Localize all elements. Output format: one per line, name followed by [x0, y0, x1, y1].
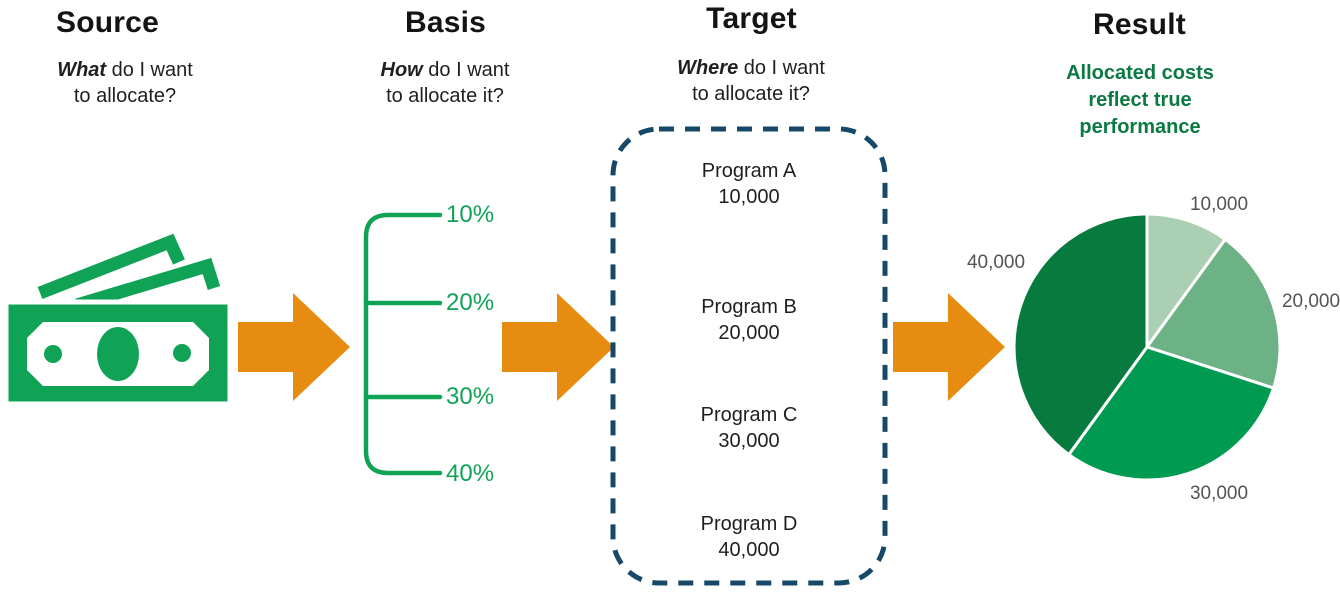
result-subtitle: Allocated costs reflect true performance: [1055, 60, 1225, 141]
target-program-d: Program D 40,000: [644, 511, 854, 563]
pie-label-20000: 20,000: [1281, 291, 1340, 312]
result-pie-chart: [1012, 212, 1282, 482]
result-subtitle-line2: reflect true: [1088, 89, 1192, 111]
result-subtitle-line3: performance: [1079, 116, 1201, 138]
pie-label-30000: 30,000: [1189, 483, 1249, 504]
source-subtitle-line1: What do I want: [57, 59, 193, 81]
result-subtitle-line1: Allocated costs: [1066, 62, 1214, 84]
target-subtitle-line2: to allocate it?: [692, 83, 810, 105]
program-value: 40,000: [718, 539, 780, 561]
source-title: Source: [56, 6, 159, 39]
basis-percentage-3: 30%: [446, 383, 495, 410]
flow-arrow-icon-2: [502, 293, 614, 401]
program-name: Program D: [700, 513, 798, 535]
target-subtitle-emphasis: Where: [677, 57, 739, 79]
program-name: Program C: [700, 404, 798, 426]
program-value: 20,000: [718, 322, 780, 344]
money-bills-icon: [3, 233, 233, 407]
basis-percentage-1: 10%: [446, 201, 495, 228]
money-right-dot: [173, 344, 191, 362]
target-subtitle-line1: Where do I want: [677, 57, 825, 79]
result-title: Result: [1093, 8, 1186, 41]
source-subtitle-emphasis: What: [57, 59, 107, 81]
basis-subtitle-emphasis: How: [380, 59, 423, 81]
basis-subtitle: How do I want to allocate it?: [360, 57, 530, 109]
program-name: Program B: [701, 296, 797, 318]
target-dashed-box: [610, 126, 888, 586]
money-fan-bill-1: [37, 233, 185, 300]
pie-label-40000: 40,000: [966, 252, 1026, 273]
target-title: Target: [706, 2, 797, 35]
pie-slice-20,000: [1145, 237, 1282, 390]
money-left-dot: [44, 345, 62, 363]
basis-title: Basis: [404, 6, 487, 39]
basis-bracket: [363, 212, 443, 476]
target-program-a: Program A 10,000: [644, 158, 854, 210]
pie-slice-40,000: [1012, 212, 1149, 457]
program-name: Program A: [701, 160, 797, 182]
money-center-oval: [97, 327, 139, 381]
pie-slice-30,000: [1067, 345, 1275, 482]
target-program-c: Program C 30,000: [644, 402, 854, 454]
source-subtitle-line2: to allocate?: [73, 85, 177, 107]
pie-slice-10,000: [1145, 212, 1227, 349]
basis-percentage-2: 20%: [446, 289, 495, 316]
basis-subtitle-line2: to allocate it?: [386, 85, 504, 107]
basis-percentage-4: 40%: [446, 460, 495, 487]
target-program-b: Program B 20,000: [644, 294, 854, 346]
pie-label-10000: 10,000: [1189, 194, 1249, 215]
target-subtitle: Where do I want to allocate it?: [666, 55, 836, 107]
program-value: 10,000: [718, 186, 780, 208]
money-fan-bill-2: [75, 257, 221, 312]
flow-arrow-icon-1: [238, 293, 350, 401]
flow-arrow-icon-3: [893, 293, 1005, 401]
basis-subtitle-line1: How do I want: [380, 59, 510, 81]
source-subtitle: What do I want to allocate?: [40, 57, 210, 109]
program-value: 30,000: [718, 430, 780, 452]
